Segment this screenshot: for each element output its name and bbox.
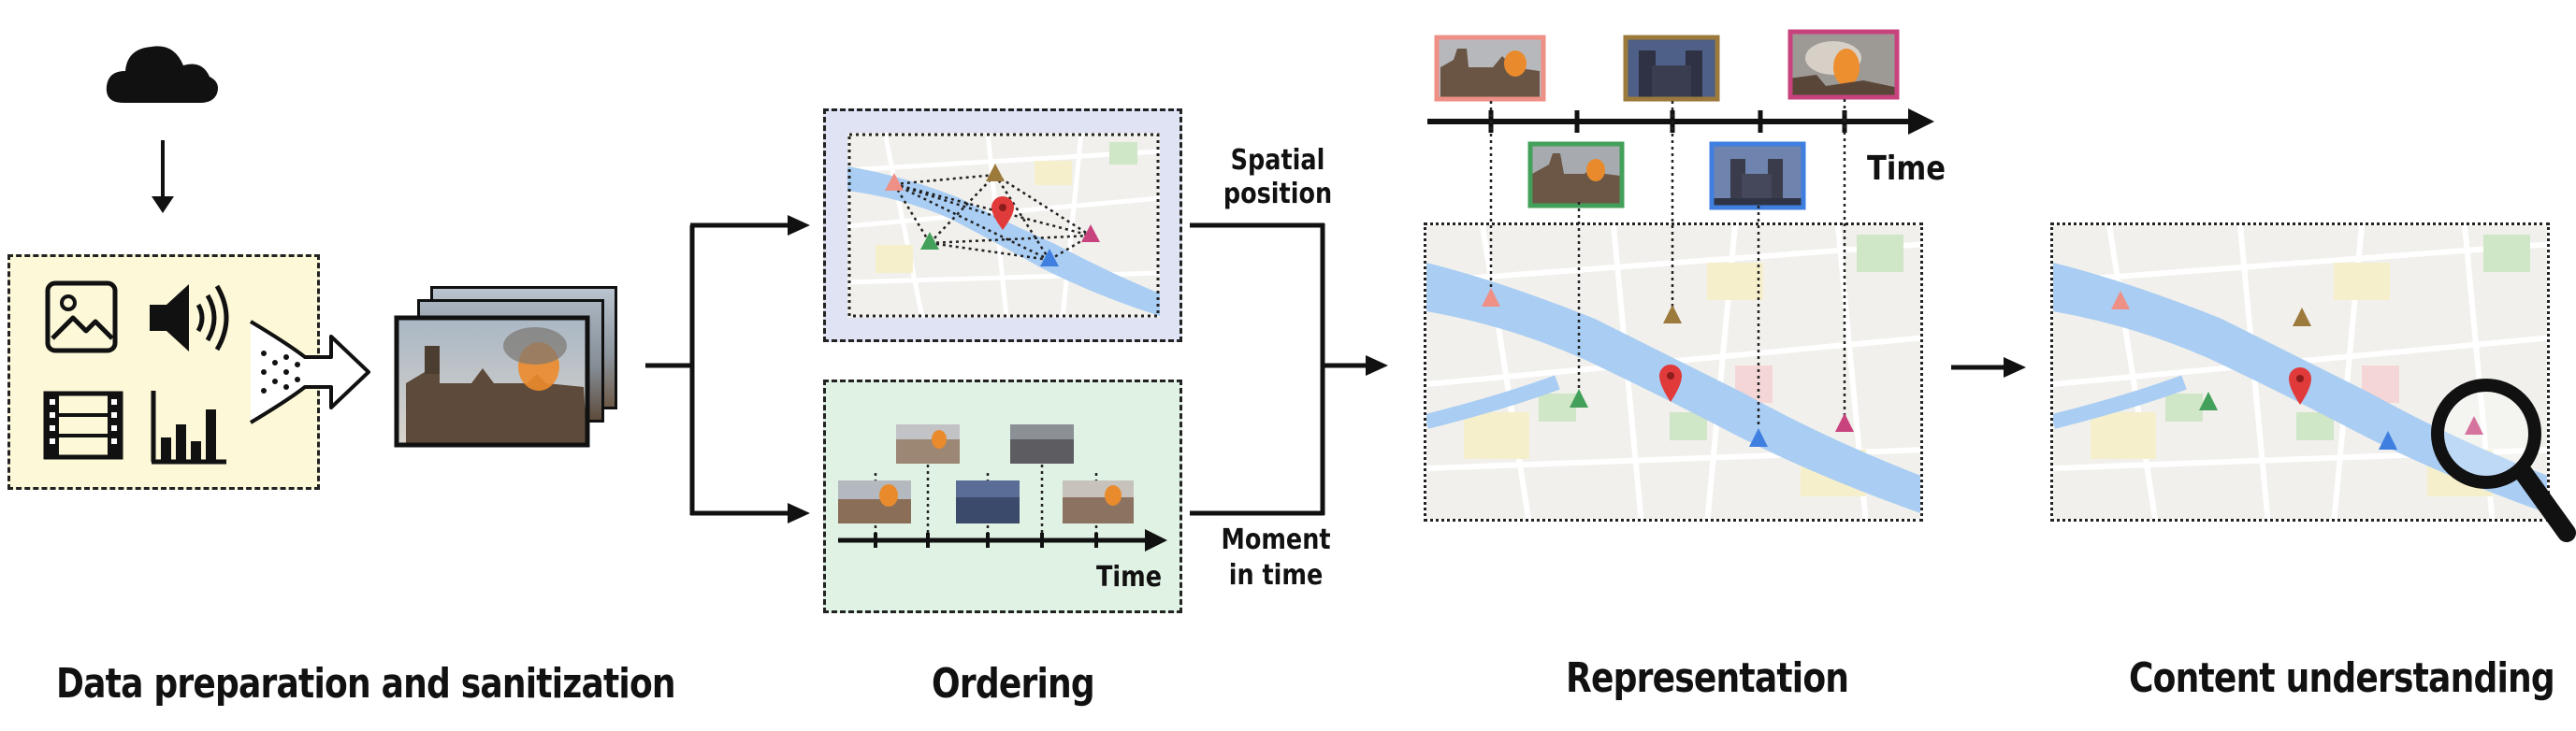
split-connector	[645, 215, 810, 523]
moment-in-time-label-line2: in time	[1228, 559, 1324, 592]
und-marker-magenta	[2465, 416, 2483, 435]
rep-marker-gold	[1663, 305, 1682, 323]
caption-representation: Representation	[1566, 654, 1849, 702]
image-icon	[45, 280, 118, 353]
bar-chart-icon	[151, 391, 226, 465]
caption-ordering: Ordering	[932, 660, 1095, 708]
marker-salmon	[885, 173, 904, 191]
film-icon	[43, 391, 123, 460]
und-marker-salmon	[2111, 291, 2130, 309]
und-marker-blue	[2379, 431, 2397, 450]
rep-marker-green	[1570, 389, 1588, 408]
rep-marker-magenta	[1835, 413, 1854, 432]
representation-time-label: Time	[1867, 150, 1946, 188]
und-pin-red	[2289, 367, 2311, 405]
representation-markers	[1482, 99, 1854, 447]
caption-understanding: Content understanding	[2129, 654, 2555, 702]
thumb-blue	[1709, 141, 1806, 210]
cloud-icon	[106, 46, 218, 103]
spatial-ordering-map	[847, 132, 1161, 319]
rep-marker-salmon	[1482, 288, 1500, 307]
speaker-icon	[150, 284, 229, 351]
moment-in-time-label-line1: Moment	[1221, 523, 1331, 556]
pin-red	[991, 196, 1014, 230]
download-arrow	[152, 140, 174, 213]
rep-pin-red	[1659, 365, 1682, 402]
marker-gold	[986, 164, 1005, 181]
temporal-ordering-timeline	[838, 424, 1167, 552]
thumb-gold	[1623, 35, 1720, 102]
photo-stack-front	[394, 315, 590, 448]
magnifier-icon	[2431, 379, 2576, 542]
rep-marker-blue	[1749, 428, 1768, 447]
marker-magenta	[1081, 224, 1100, 242]
spatial-position-label-line2: position	[1223, 178, 1333, 210]
und-marker-green	[2199, 392, 2218, 410]
ordering-time-label: Time	[1096, 561, 1163, 594]
thumb-magenta	[1787, 29, 1900, 100]
thumb-green	[1527, 141, 1625, 208]
spatial-ordering-markers	[885, 164, 1100, 266]
marker-blue	[1040, 249, 1059, 266]
funnel-icon	[249, 320, 370, 424]
merge-connector	[1190, 222, 1388, 516]
thumb-salmon	[1434, 35, 1546, 102]
und-marker-gold	[2293, 308, 2311, 326]
marker-green	[920, 232, 939, 250]
caption-preparation: Data preparation and sanitization	[56, 660, 676, 708]
understanding-map	[2050, 222, 2550, 522]
spatial-position-label-line1: Spatial	[1230, 144, 1325, 177]
arrow-to-understanding	[1951, 357, 2026, 378]
